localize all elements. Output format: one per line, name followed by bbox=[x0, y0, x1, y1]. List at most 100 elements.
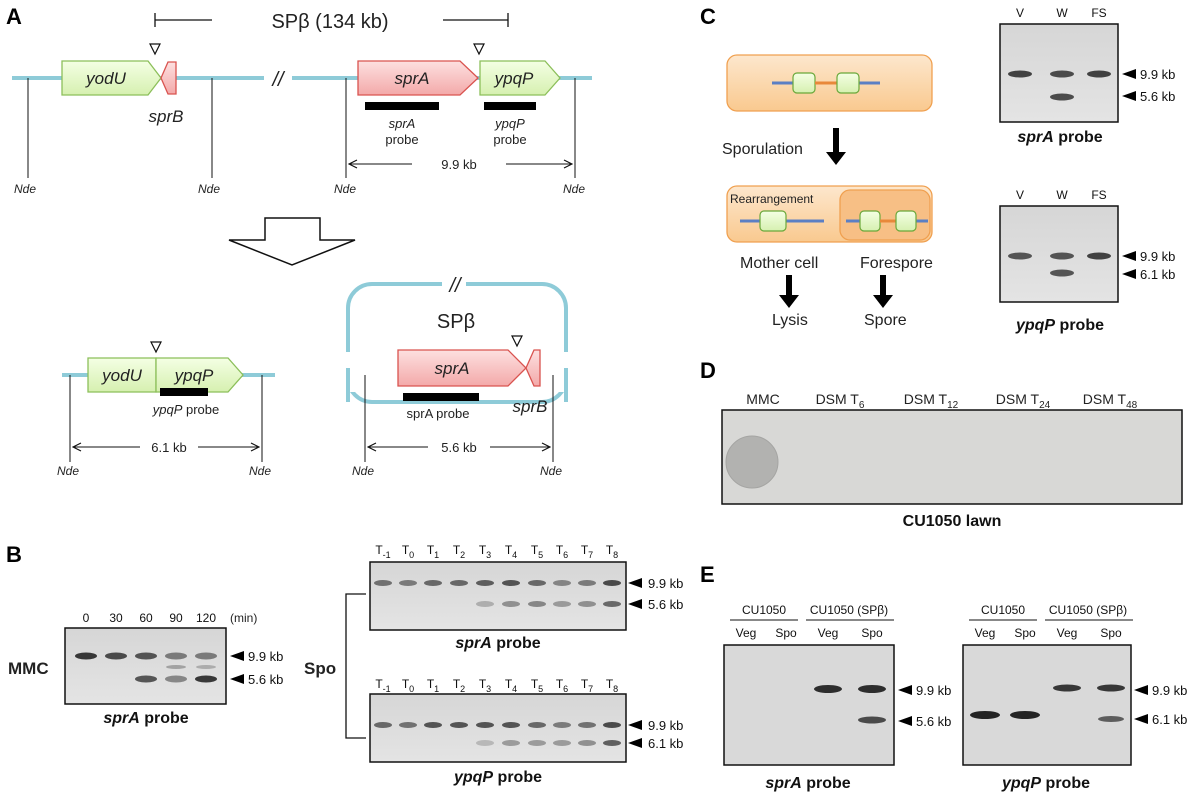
blot-band bbox=[1053, 684, 1081, 692]
break-mark: // bbox=[447, 275, 463, 297]
blot-band bbox=[578, 580, 596, 586]
ypqP-label: ypqP bbox=[494, 69, 534, 88]
blot-band bbox=[1008, 70, 1032, 78]
panel-label-c: C bbox=[700, 4, 716, 29]
nde-site: Nde bbox=[540, 464, 562, 478]
marker-label: 5.6 kb bbox=[1140, 89, 1175, 104]
blot-band bbox=[1050, 269, 1074, 277]
time-label: T0 bbox=[402, 543, 414, 560]
ypqP-probe-word: probe bbox=[493, 132, 526, 147]
marker-arrow bbox=[628, 738, 642, 748]
blot-band bbox=[195, 652, 217, 660]
nde-site: Nde bbox=[352, 464, 374, 478]
prophage-span-label: SPβ (134 kb) bbox=[271, 11, 388, 33]
sprA-probe-word: probe bbox=[385, 132, 418, 147]
blot-band bbox=[75, 652, 97, 660]
blot-band bbox=[1050, 93, 1074, 101]
time-label: T8 bbox=[606, 543, 618, 560]
marker-arrow bbox=[898, 685, 912, 695]
ypqP-probe-bar bbox=[484, 102, 536, 110]
marker-arrow bbox=[628, 578, 642, 588]
blot-band bbox=[1097, 684, 1125, 692]
e-ypqP-bands bbox=[970, 684, 1125, 722]
blot-band bbox=[578, 722, 596, 728]
marker-arrow bbox=[1134, 714, 1148, 724]
blot-band bbox=[1087, 252, 1111, 260]
lane-label: Spo bbox=[775, 626, 797, 640]
att-site-marker bbox=[150, 341, 162, 354]
blot-band bbox=[476, 740, 494, 746]
marker-label: 9.9 kb bbox=[1152, 683, 1187, 698]
marker-arrow bbox=[1122, 69, 1136, 79]
break-mark: // bbox=[270, 69, 286, 91]
marker-label: 6.1 kb bbox=[1152, 712, 1187, 727]
forespore-label: Forespore bbox=[860, 255, 933, 272]
ypqP-gene bbox=[155, 357, 244, 393]
blot-band bbox=[502, 740, 520, 746]
marker-arrow bbox=[1134, 685, 1148, 695]
blot-band bbox=[165, 652, 187, 660]
blot-band bbox=[553, 601, 571, 607]
lane-label: Spo bbox=[1014, 626, 1036, 640]
panel-a-bottom-left: yodU ypqP ypqP probe Nde Nde 6.1 kb bbox=[57, 341, 275, 478]
plaque-zone bbox=[725, 435, 779, 489]
panel-label-d: D bbox=[700, 358, 716, 383]
panel-label-e: E bbox=[700, 562, 715, 587]
lane-label: W bbox=[1056, 188, 1068, 202]
blot-band bbox=[502, 580, 520, 586]
lysis-label: Lysis bbox=[772, 312, 808, 329]
sprA-label: sprA bbox=[395, 69, 430, 88]
time-label: 30 bbox=[109, 611, 123, 625]
mmc-time-unit: (min) bbox=[230, 611, 257, 625]
c-sprA-bands bbox=[1008, 70, 1111, 101]
panel-label-a: A bbox=[6, 4, 22, 29]
time-label: T2 bbox=[453, 543, 465, 560]
e-ypqP-blot bbox=[962, 644, 1132, 766]
yodU-label: yodU bbox=[101, 366, 142, 385]
marker-label: 9.9 kb bbox=[648, 576, 683, 591]
blot-band bbox=[502, 722, 520, 728]
blot-band bbox=[450, 580, 468, 586]
sprB-label: sprB bbox=[513, 397, 548, 416]
c-ypqP-bands bbox=[1008, 252, 1111, 277]
marker-label: 9.9 kb bbox=[248, 649, 283, 664]
spo-sprA-blot bbox=[369, 561, 627, 631]
nde-site: Nde bbox=[563, 182, 585, 196]
blot-band bbox=[1087, 70, 1111, 78]
blot-band bbox=[502, 601, 520, 607]
gene-cylinder bbox=[895, 210, 917, 232]
time-label: T6 bbox=[556, 677, 568, 694]
marker-arrow bbox=[628, 720, 642, 730]
nde-site: Nde bbox=[249, 464, 271, 478]
att-site-marker bbox=[511, 335, 523, 348]
condition-label: DSM T24 bbox=[996, 391, 1051, 411]
time-label: T4 bbox=[505, 677, 517, 694]
blot-band bbox=[424, 722, 442, 728]
time-label: T3 bbox=[479, 543, 491, 560]
condition-label: DSM T48 bbox=[1083, 391, 1138, 411]
blot-band bbox=[858, 685, 886, 693]
marker-label: 9.9 kb bbox=[1140, 67, 1175, 82]
sprA-probe-label: sprA probe bbox=[407, 406, 470, 421]
e-sprA-blot bbox=[723, 644, 895, 766]
nde-site: Nde bbox=[198, 182, 220, 196]
blot-band bbox=[578, 740, 596, 746]
blot-band bbox=[135, 675, 157, 683]
time-label: 60 bbox=[139, 611, 153, 625]
blot-band bbox=[1008, 252, 1032, 260]
sprA-probe-gene: sprA bbox=[389, 116, 416, 131]
distance-label: 5.6 kb bbox=[441, 440, 476, 455]
marker-arrow bbox=[1122, 251, 1136, 261]
marker-arrow bbox=[230, 651, 244, 661]
lane-label: V bbox=[1016, 188, 1024, 202]
nde-site: Nde bbox=[14, 182, 36, 196]
marker-label: 5.6 kb bbox=[648, 597, 683, 612]
spo-ypqP-bands bbox=[374, 722, 621, 746]
sprA-gene bbox=[397, 349, 527, 387]
